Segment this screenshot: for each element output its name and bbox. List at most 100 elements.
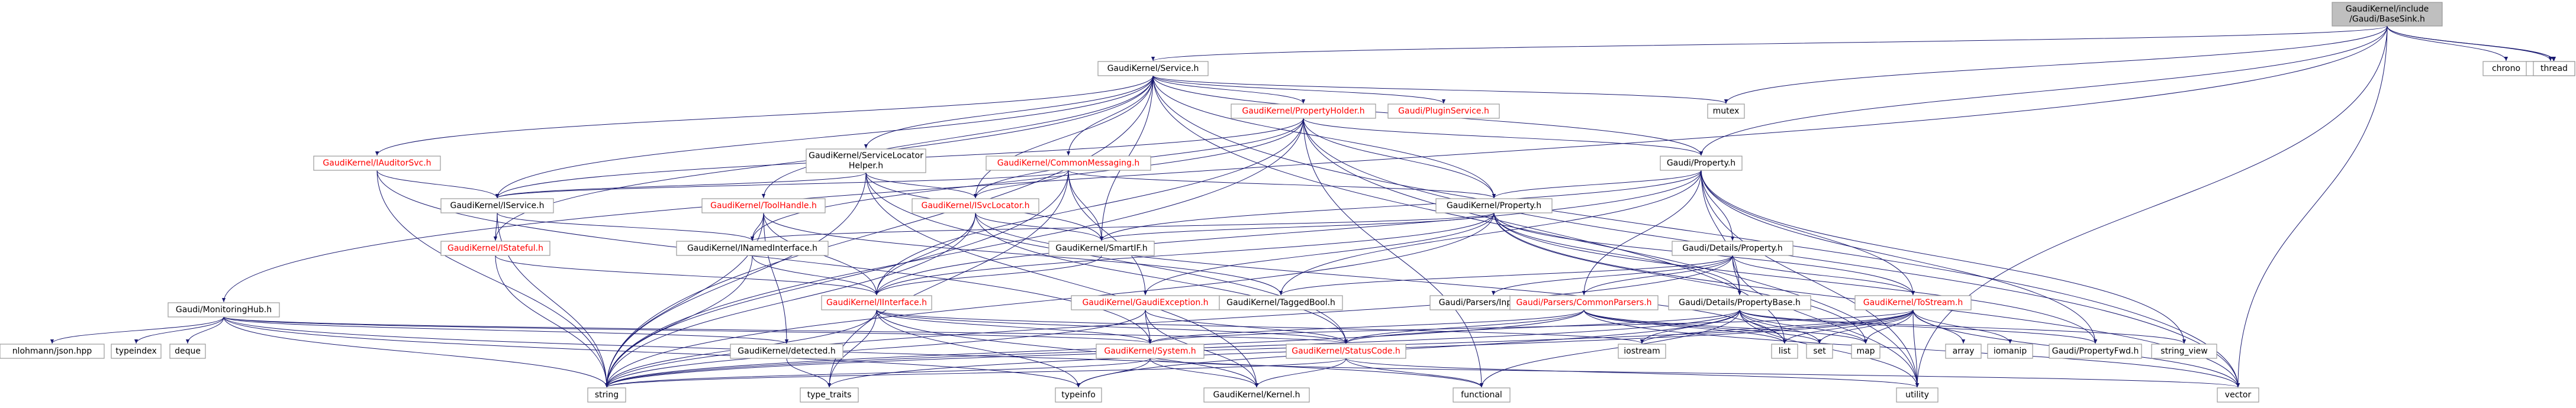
node-box [1945, 344, 1982, 359]
node-string_view[interactable]: string_view [2151, 344, 2217, 359]
node-box [800, 387, 859, 403]
edge-auditorsvc-to-iservice [376, 170, 500, 199]
edge-service-to-isvclocator [973, 75, 1154, 199]
edge-iinterface-to-iostream [876, 309, 1644, 344]
edge-commonparsers-to-list [1583, 309, 1787, 344]
edge-servicelocator-to-iservice [495, 172, 867, 199]
node-propholder[interactable]: GaudiKernel/PropertyHolder.h [1231, 103, 1376, 119]
node-utility[interactable]: utility [1896, 387, 1939, 403]
edge-monitoringhub-to-detected [223, 316, 788, 344]
edge-root-to-thread [2387, 25, 2556, 61]
edge-gaudiproperty-to-propertybase [1701, 170, 1742, 296]
edge-detected-to-type_traits [786, 358, 832, 388]
edge-gaudiproperty-to-utility [1701, 170, 1920, 388]
edge-commonmessaging-to-iservice [495, 170, 1069, 199]
node-service[interactable]: GaudiKernel/Service.h [1097, 61, 1209, 76]
node-taggedbool[interactable]: GaudiKernel/TaggedBool.h [1219, 295, 1343, 310]
node-box [1203, 387, 1310, 403]
edge-tostream-to-string [605, 309, 1914, 388]
node-typeinfo[interactable]: typeinfo [1055, 387, 1102, 403]
node-box [1707, 103, 1745, 119]
node-type_traits[interactable]: type_traits [800, 387, 859, 403]
node-statuscode[interactable]: GaudiKernel/StatusCode.h [1286, 344, 1406, 359]
node-propertybase[interactable]: Gaudi/Details/PropertyBase.h [1668, 295, 1811, 310]
node-label: GaudiKernel/Service.h [1107, 64, 1199, 73]
node-inamed[interactable]: GaudiKernel/INamedInterface.h [676, 241, 829, 256]
node-map[interactable]: map [1851, 344, 1881, 359]
node-box [1071, 295, 1220, 310]
edge-gaudiproperty-to-taggedbool [1279, 170, 1702, 296]
edge-root-to-gaudiproperty [1699, 25, 2388, 156]
edge-gaudiproperty-to-kproperty [1492, 170, 1702, 199]
node-label: map [1856, 347, 1875, 356]
edge-kproperty-to-inamed [751, 212, 1495, 241]
edge-commonparsers-to-string [604, 309, 1585, 388]
edge-inamed-to-string [604, 255, 753, 388]
node-label: Gaudi/PluginService.h [1398, 106, 1489, 116]
edge-propholder-to-functional [1303, 118, 1484, 388]
node-iomanip[interactable]: iomanip [1987, 344, 2033, 359]
node-label: GaudiKernel/System.h [1104, 347, 1196, 356]
node-gaudiexception[interactable]: GaudiKernel/GaudiException.h [1071, 295, 1220, 310]
edge-gaudiproperty-to-commonparsers [1582, 170, 1702, 296]
edge-service-to-commonmessaging [1066, 75, 1154, 156]
node-kproperty[interactable]: GaudiKernel/Property.h [1435, 198, 1553, 213]
node-box [1854, 295, 1972, 310]
edge-propertybase-to-map [1739, 309, 1868, 344]
edge-commonmessaging-to-gaudiexception [1068, 170, 1148, 296]
node-list[interactable]: list [1771, 344, 1798, 359]
node-label: list [1779, 347, 1791, 356]
edge-commonmessaging-to-isvclocator [973, 170, 1069, 199]
node-commonmessaging[interactable]: GaudiKernel/CommonMessaging.h [986, 156, 1151, 171]
edge-root-to-service [1151, 25, 2388, 61]
dependency-edges [50, 25, 2556, 388]
node-box [1896, 387, 1939, 403]
edge-iinterface-to-typeinfo [876, 309, 1081, 388]
edge-monitoringhub-to-system [223, 316, 1152, 344]
node-toolhandle[interactable]: GaudiKernel/ToolHandle.h [701, 198, 826, 213]
node-kernel[interactable]: GaudiKernel/Kernel.h [1203, 387, 1310, 403]
node-isvclocator[interactable]: GaudiKernel/ISvcLocator.h [912, 198, 1039, 213]
node-string[interactable]: string [587, 387, 626, 403]
node-label: utility [1905, 390, 1929, 400]
node-monitoringhub[interactable]: Gaudi/MonitoringHub.h [168, 302, 280, 318]
edge-istateful-to-string [495, 255, 609, 388]
node-mutex[interactable]: mutex [1707, 103, 1745, 119]
node-thread[interactable]: thread [2533, 61, 2575, 76]
node-set[interactable]: set [1806, 344, 1833, 359]
node-system[interactable]: GaudiKernel/System.h [1096, 344, 1205, 359]
node-typeindex[interactable]: typeindex [111, 344, 162, 359]
node-iservice[interactable]: GaudiKernel/IService.h [440, 198, 554, 213]
node-vector[interactable]: vector [2217, 387, 2259, 403]
node-iinterface[interactable]: GaudiKernel/IInterface.h [821, 295, 932, 310]
node-detected[interactable]: GaudiKernel/detected.h [730, 344, 843, 359]
node-iostream[interactable]: iostream [1618, 344, 1666, 359]
node-deque[interactable]: deque [169, 344, 206, 359]
node-label: GaudiKernel/IInterface.h [826, 298, 927, 307]
node-detailsproperty[interactable]: Gaudi/Details/Property.h [1672, 241, 1793, 256]
node-propertyfwd[interactable]: Gaudi/PropertyFwd.h [2049, 344, 2142, 359]
node-label: iomanip [1994, 347, 2027, 356]
node-functional[interactable]: functional [1453, 387, 1511, 403]
node-auditorsvc[interactable]: GaudiKernel/IAuditorSvc.h [313, 156, 441, 171]
node-pluginservice[interactable]: Gaudi/PluginService.h [1387, 103, 1500, 119]
node-box [1851, 344, 1881, 359]
node-smartif[interactable]: GaudiKernel/SmartIF.h [1048, 241, 1155, 256]
node-label: GaudiKernel/detected.h [738, 347, 835, 356]
node-json[interactable]: nlohmann/json.hpp [0, 344, 105, 359]
node-chrono[interactable]: chrono [2482, 61, 2530, 76]
edge-detailsproperty-to-taggedbool [1279, 255, 1733, 296]
node-label: thread [2540, 64, 2568, 73]
node-commonparsers[interactable]: Gaudi/Parsers/CommonParsers.h [1509, 295, 1659, 310]
node-label: Gaudi/Details/PropertyBase.h [1679, 298, 1801, 307]
node-istateful[interactable]: GaudiKernel/IStateful.h [440, 241, 550, 256]
node-tostream[interactable]: GaudiKernel/ToStream.h [1854, 295, 1972, 310]
node-array[interactable]: array [1945, 344, 1982, 359]
edge-system-to-string [605, 358, 1151, 388]
edge-monitoringhub-to-statuscode [223, 316, 1348, 344]
node-box [169, 344, 206, 359]
edge-statuscode-to-string [605, 358, 1347, 388]
node-gaudiproperty[interactable]: Gaudi/Property.h [1660, 156, 1743, 171]
node-box [440, 241, 550, 256]
